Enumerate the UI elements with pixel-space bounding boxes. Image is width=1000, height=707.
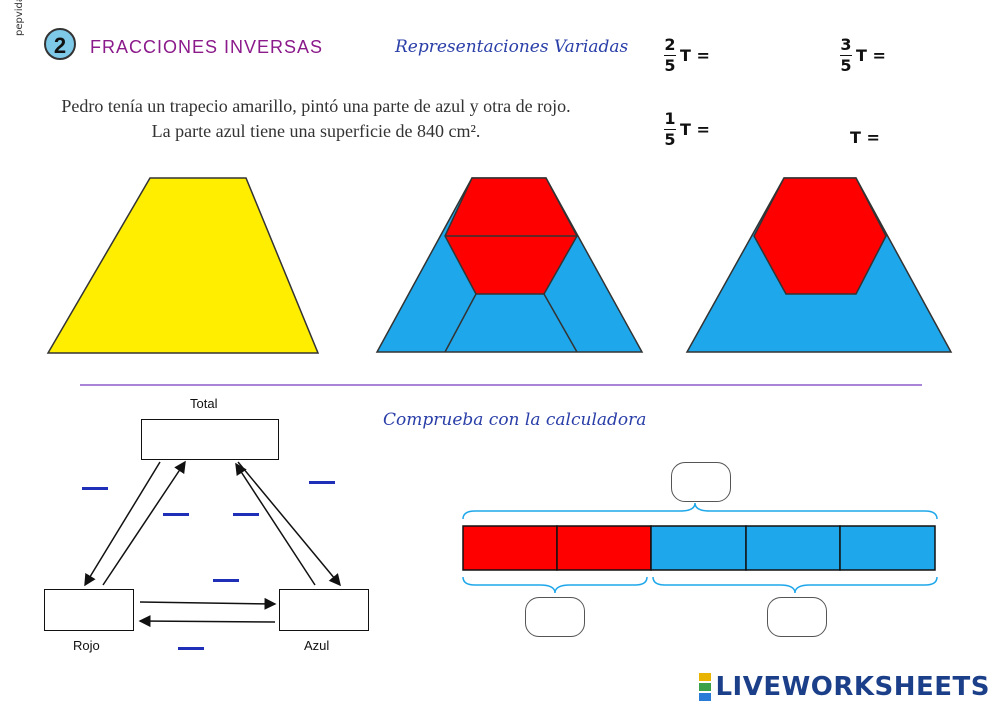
- red-box[interactable]: [44, 589, 134, 631]
- answer-blank[interactable]: [178, 647, 204, 650]
- red-label: Rojo: [73, 638, 100, 653]
- logo-icon: [699, 672, 712, 702]
- check-title: Comprueba con la calculadora: [383, 410, 647, 430]
- worksheet-title: FRACCIONES INVERSAS: [90, 37, 324, 57]
- liveworksheets-logo: LIVEWORKSHEETS: [699, 672, 990, 702]
- total-label: Total: [190, 396, 218, 411]
- problem-statement: Pedro tenía un trapecio amarillo, pintó …: [61, 96, 571, 141]
- trapezoid-figures: [46, 177, 953, 386]
- blue-box[interactable]: [279, 589, 369, 631]
- answer-blank[interactable]: [82, 487, 108, 490]
- answer-blank[interactable]: [233, 513, 259, 516]
- total-answer-box[interactable]: [671, 462, 731, 502]
- bar-model: [462, 502, 938, 594]
- answer-blank[interactable]: [213, 579, 239, 582]
- fraction-total: T =: [850, 128, 880, 147]
- diagram-arrows: [84, 460, 341, 628]
- colored-trapezoid: [685, 177, 953, 353]
- divided-trapezoid: [375, 177, 644, 353]
- blue-answer-box[interactable]: [767, 597, 827, 637]
- total-box[interactable]: [141, 419, 279, 460]
- yellow-trapezoid: [46, 177, 320, 354]
- blue-label: Azul: [304, 638, 330, 653]
- answer-blank[interactable]: [163, 513, 189, 516]
- red-answer-box[interactable]: [525, 597, 585, 637]
- worksheet-subtitle: Representaciones Variadas: [395, 37, 629, 57]
- exercise-number-badge: 2: [44, 28, 76, 60]
- answer-blank[interactable]: [309, 481, 335, 484]
- fraction-bar: [462, 525, 936, 571]
